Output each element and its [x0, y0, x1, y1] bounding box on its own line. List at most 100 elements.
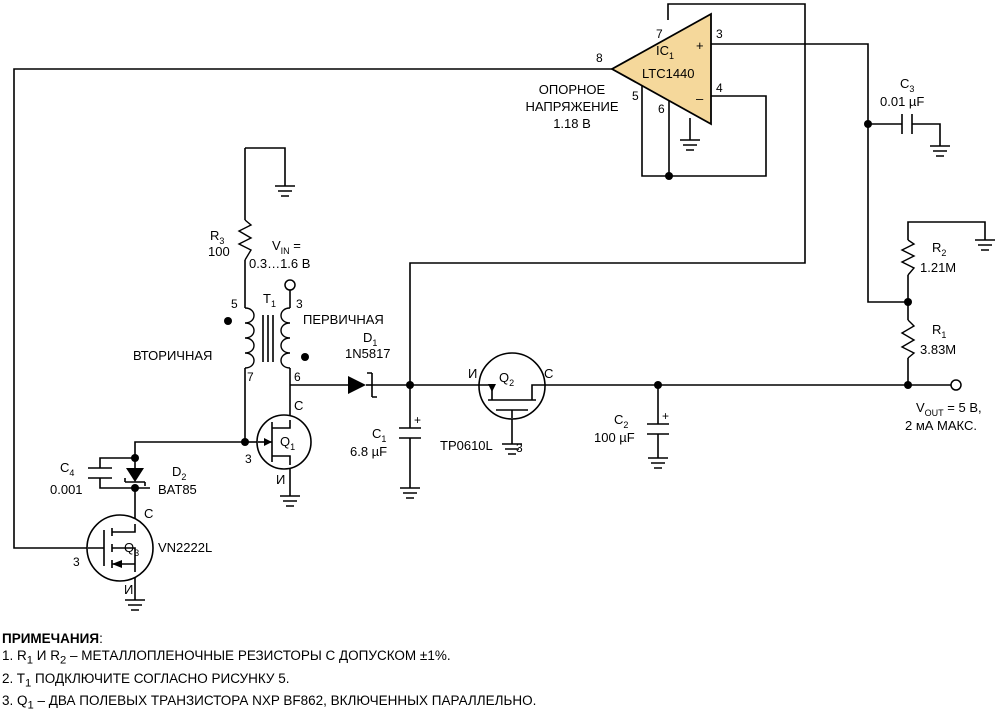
ic1-pin3: 3: [716, 27, 723, 41]
q2-body: [478, 352, 546, 420]
capacitor-c2: + C2 100 µF: [594, 409, 669, 445]
t1-secondary-label: ВТОРИЧНАЯ: [133, 348, 212, 363]
resistor-r2: R2 1.21M: [900, 239, 956, 276]
q1-ref: Q1: [280, 434, 295, 452]
q1-gate-pin: 3: [245, 452, 252, 466]
notes-title: ПРИМЕЧАНИЯ:: [2, 630, 992, 647]
r1-ref: R1: [932, 322, 946, 340]
junction-dots: [131, 120, 912, 492]
q2-part: TP0610L: [440, 438, 493, 453]
ground-icon: [680, 139, 700, 151]
secondary-winding: [244, 307, 255, 369]
vref-label: ОПОРНОЕ НАПРЯЖЕНИЕ 1.18 В: [525, 82, 618, 131]
junction-dot: [406, 381, 414, 389]
ic1-ref: IC1: [656, 43, 674, 61]
note-1: 1. R1 И R2 – МЕТАЛЛОПЛЕНОЧНЫЕ РЕЗИСТОРЫ …: [2, 648, 451, 667]
q2-arrow-icon: [488, 384, 496, 392]
transistor-q2: Q2 И С 3 TP0610L: [440, 352, 553, 455]
r1-value: 3.83M: [920, 342, 956, 357]
ic1-comparator: IC1 LTC1440 + – 3 4 5 6 7 8: [596, 12, 723, 126]
ic1-pin6: 6: [658, 102, 665, 116]
d1-part: 1N5817: [345, 346, 391, 361]
r3-value: 100: [208, 244, 230, 259]
t1-pin3: 3: [296, 297, 303, 311]
vin-terminal-icon: [284, 279, 296, 291]
d2-part: BAT85: [158, 482, 197, 497]
c3-value: 0.01 µF: [880, 94, 924, 109]
vout-label: VOUT = 5 В,: [916, 400, 982, 418]
vin-range: 0.3…1.6 В: [249, 256, 310, 271]
transistor-q3: Q3 С И 3 VN2222L: [73, 506, 212, 597]
vout-terminal: VOUT = 5 В, 2 мА МАКС.: [905, 379, 982, 433]
c2-value: 100 µF: [594, 430, 635, 445]
winding-polarity-dot: [301, 353, 309, 361]
note-3: 3. Q1 – ДВА ПОЛЕВЫХ ТРАНЗИСТОРА NXP BF86…: [2, 693, 537, 713]
capacitor-c3: C3 0.01 µF: [880, 76, 924, 134]
vref-line3: 1.18 В: [553, 116, 591, 131]
q1-body: [256, 414, 312, 470]
resistor-r1: R1 3.83M: [900, 319, 956, 359]
vout-line2: 2 мА МАКС.: [905, 418, 977, 433]
wiring: [13, 3, 986, 600]
c2-ref: C2: [614, 412, 628, 430]
diode-d2: D2 BAT85: [124, 464, 197, 497]
q2-gate-pin: 3: [516, 441, 523, 455]
c2-plus: +: [662, 409, 669, 423]
ground-icon: [502, 443, 522, 455]
junction-dot: [131, 454, 139, 462]
q2-ref: Q2: [499, 370, 514, 388]
q1-arrow-icon: [264, 438, 272, 446]
ground-icon: [975, 239, 995, 251]
q3-arrow-icon: [112, 560, 122, 568]
ic1-pin4: 4: [716, 81, 723, 95]
ic1-minus: –: [696, 91, 704, 106]
q3-drain: С: [144, 506, 153, 521]
ground-icon: [275, 185, 295, 197]
r3-ref: R3: [210, 228, 224, 246]
junction-dot: [131, 484, 139, 492]
transistor-q1: Q1 С И 3: [245, 398, 312, 487]
ic1-pin5: 5: [632, 89, 639, 103]
c3-ref: C3: [900, 76, 914, 94]
ground-icon: [400, 487, 420, 499]
notes-colon: :: [99, 631, 103, 646]
capacitor-c4: C4 0.001: [50, 460, 112, 497]
q3-part: VN2222L: [158, 540, 212, 555]
r2-value: 1.21M: [920, 260, 956, 275]
c4-value: 0.001: [50, 482, 83, 497]
c1-value: 6.8 µF: [350, 444, 387, 459]
junction-dot: [864, 120, 872, 128]
q3-source: И: [124, 582, 133, 597]
vref-line1: ОПОРНОЕ: [539, 82, 606, 97]
diode-icon: [126, 468, 144, 482]
t1-primary-label: ПЕРВИЧНАЯ: [303, 312, 384, 327]
notes-block: ПРИМЕЧАНИЯ: 1. R1 И R2 – МЕТАЛЛОПЛЕНОЧНЫ…: [2, 630, 992, 715]
q3-ref: Q3: [124, 540, 139, 558]
diode-d1: D1 1N5817: [345, 330, 391, 398]
junction-dot: [654, 381, 662, 389]
resistor-r3: R3 100: [208, 219, 253, 261]
ic1-pin8: 8: [596, 51, 603, 65]
q1-source: И: [276, 472, 285, 487]
diode-icon: [348, 376, 366, 394]
primary-winding: [280, 307, 291, 369]
vout-terminal-icon: [950, 379, 962, 391]
t1-pin5: 5: [231, 297, 238, 311]
junction-dot: [241, 438, 249, 446]
vref-line2: НАПРЯЖЕНИЕ: [525, 99, 618, 114]
vin-terminal: VIN = 0.3…1.6 В: [249, 238, 310, 291]
d2-ref: D2: [172, 464, 186, 482]
winding-polarity-dot: [224, 317, 232, 325]
q2-source: И: [468, 366, 477, 381]
ground-icon: [648, 457, 668, 469]
c1-plus: +: [414, 413, 421, 427]
t1-pin6: 6: [294, 370, 301, 384]
capacitor-c1: + C1 6.8 µF: [350, 413, 421, 459]
junction-dot: [904, 381, 912, 389]
ground-icon: [125, 599, 145, 611]
ic1-pin7: 7: [656, 27, 663, 41]
d1-ref: D1: [363, 330, 377, 348]
junction-dot: [904, 298, 912, 306]
transformer-t1: T1 ПЕРВИЧНАЯ ВТОРИЧНАЯ 3 5 6 7: [133, 291, 384, 384]
